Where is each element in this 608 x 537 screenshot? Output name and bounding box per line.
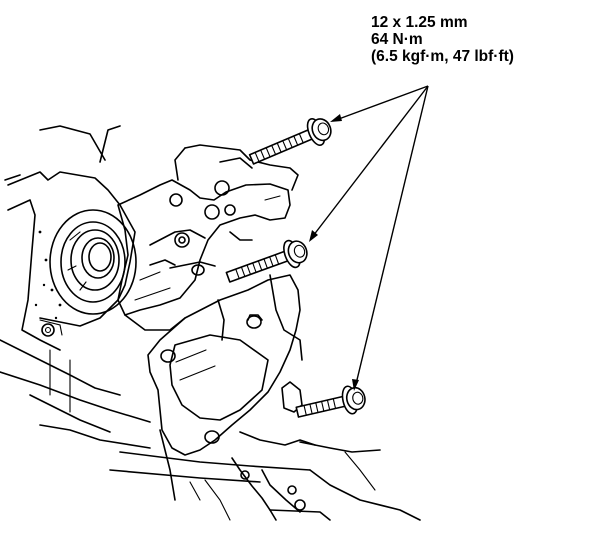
leader-lines bbox=[309, 86, 428, 391]
upper-bracket bbox=[118, 145, 298, 330]
thread-size-text: 12 x 1.25 mm bbox=[371, 14, 468, 31]
torque-nm-text: 64 N·m bbox=[371, 31, 423, 48]
bolt-lower bbox=[294, 383, 368, 426]
engine-block bbox=[0, 126, 150, 448]
bolt-upper bbox=[246, 113, 335, 172]
bolt-middle bbox=[223, 236, 311, 291]
lower-engine bbox=[110, 442, 420, 520]
pulley-bearing bbox=[50, 210, 136, 314]
torque-alt-text: (6.5 kgf·m, 47 lbf·ft) bbox=[371, 48, 514, 65]
torque-spec-label: 12 x 1.25 mm 64 N·m (6.5 kgf·m, 47 lbf·f… bbox=[371, 14, 514, 65]
lower-bracket bbox=[148, 275, 315, 500]
